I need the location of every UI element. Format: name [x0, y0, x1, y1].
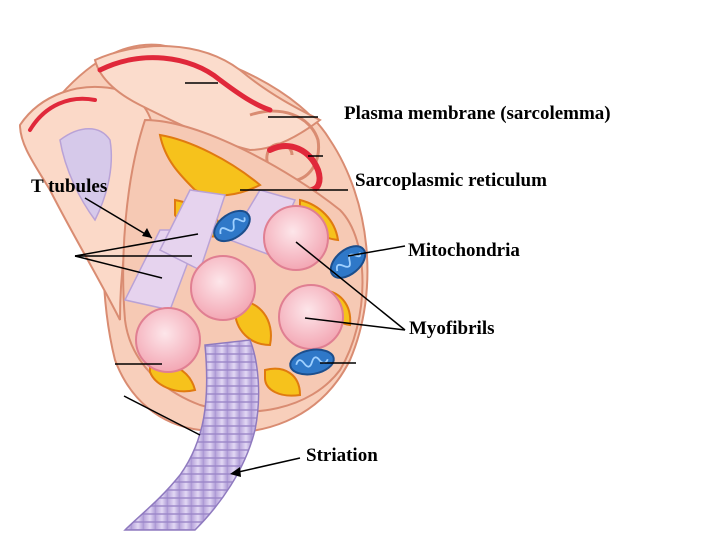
t-tubule-cylinders — [123, 189, 297, 311]
leader-myofibrils-b — [304, 317, 406, 331]
myofibril-4 — [278, 284, 344, 350]
leader-mitochondria — [347, 245, 406, 257]
membrane-flap-top — [93, 45, 322, 152]
mitochondria-group — [213, 209, 367, 376]
arrowheads — [142, 228, 241, 477]
label-t-tubules: T tubules — [31, 176, 108, 197]
myofibril-2 — [190, 255, 256, 321]
membrane-flap-inner — [59, 128, 113, 222]
label-striation: Striation — [306, 445, 378, 466]
leader-lower-left — [123, 395, 201, 436]
label-sarcoplasmic-reticulum: Sarcoplasmic reticulum — [355, 170, 547, 191]
leader-striation-arrow — [233, 457, 301, 474]
t-tubules-arrowhead — [142, 228, 152, 238]
leader-t-tubules-3 — [74, 255, 163, 279]
striation-arrowhead — [230, 467, 241, 477]
leader-t-tubules-1 — [74, 233, 199, 257]
myofibril-group — [135, 205, 344, 373]
label-mitochondria: Mitochondria — [408, 240, 520, 261]
blood-vessel-top — [97, 55, 273, 113]
leader-lines — [74, 82, 406, 474]
leader-myofibrils-a — [295, 241, 406, 331]
myofibril-1 — [135, 307, 201, 373]
blood-vessel-left — [28, 96, 97, 132]
label-plasma-membrane: Plasma membrane (sarcolemma) — [344, 103, 611, 124]
label-myofibrils: Myofibrils — [409, 318, 495, 339]
leader-t-tubules-arrow — [84, 197, 153, 239]
blood-vessel-right — [267, 143, 323, 193]
